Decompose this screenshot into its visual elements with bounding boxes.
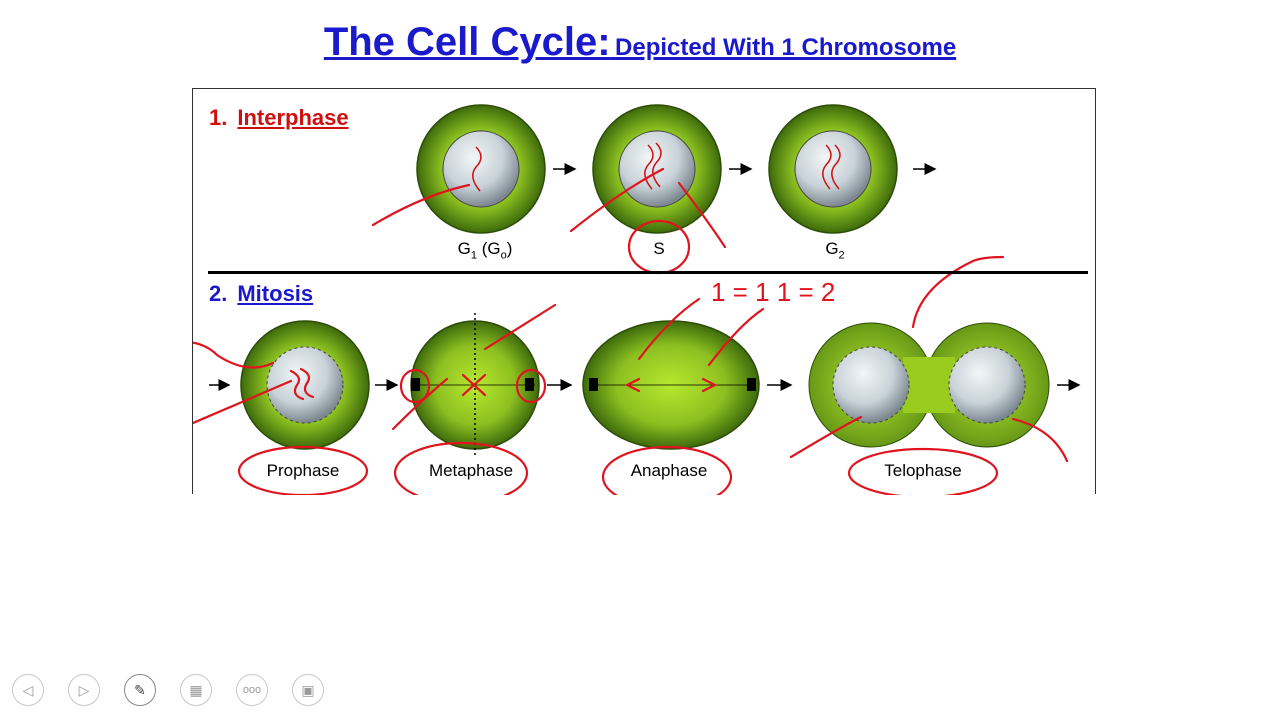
title-subtitle: Depicted With 1 Chromosome bbox=[615, 34, 957, 61]
screen-icon: ▣ bbox=[301, 681, 315, 698]
section-mitosis: 2.Mitosis bbox=[209, 281, 314, 306]
pen-tool-button[interactable]: ✎ bbox=[124, 674, 156, 706]
ink-ratio-text: 1 = 1 1 = 2 bbox=[711, 277, 835, 307]
more-options-button[interactable]: ooo bbox=[236, 674, 268, 706]
label-metaphase: Metaphase bbox=[428, 461, 514, 480]
slides-icon: ▦ bbox=[189, 681, 203, 698]
section-divider bbox=[208, 271, 1088, 274]
cell-g2 bbox=[768, 104, 898, 234]
label-telophase: Telophase bbox=[884, 461, 962, 480]
label-g2: G2 bbox=[825, 239, 845, 262]
end-show-button[interactable]: ▣ bbox=[292, 674, 324, 706]
label-g1: G1 (Go) bbox=[457, 239, 513, 262]
label-s: S bbox=[653, 239, 665, 258]
section-interphase: 1.Interphase bbox=[209, 105, 349, 130]
ellipsis-icon: ooo bbox=[242, 684, 262, 696]
arrow-right-icon: ▷ bbox=[78, 681, 90, 698]
slide-sorter-button[interactable]: ▦ bbox=[180, 674, 212, 706]
next-slide-button[interactable]: ▷ bbox=[68, 674, 100, 706]
arrow-left-icon: ◁ bbox=[22, 681, 34, 698]
label-anaphase: Anaphase bbox=[630, 461, 708, 480]
cell-telophase bbox=[808, 322, 1050, 448]
cell-cycle-diagram: 1 = 1 1 = 2 bbox=[193, 104, 1081, 495]
cell-g1 bbox=[416, 104, 546, 234]
label-prophase: Prophase bbox=[266, 461, 340, 480]
pen-icon: ✎ bbox=[134, 681, 146, 698]
slide-title: The Cell Cycle: Depicted With 1 Chromoso… bbox=[0, 20, 1280, 65]
cell-s bbox=[592, 104, 722, 234]
title-main: The Cell Cycle: bbox=[323, 20, 611, 64]
cell-anaphase bbox=[582, 320, 760, 450]
previous-slide-button[interactable]: ◁ bbox=[12, 674, 44, 706]
slide-figure: 1 = 1 1 = 2 1.Interphase 2.Mitosis G1 (G… bbox=[192, 88, 1096, 495]
